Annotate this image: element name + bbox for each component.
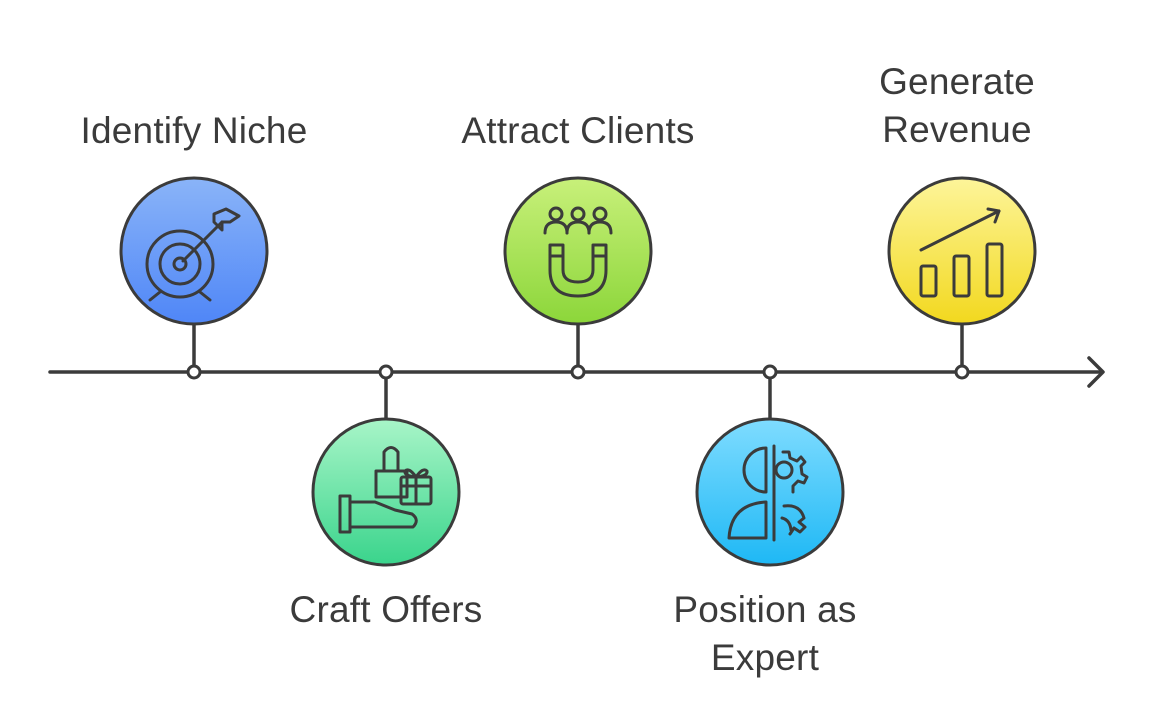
timeline-node-position-expert (762, 364, 778, 380)
step-circle-position-expert (695, 417, 845, 567)
timeline-arrowhead (1087, 356, 1105, 388)
step-circle-craft-offers (311, 417, 461, 567)
step-label-craft-offers: Craft Offers (236, 586, 536, 634)
step-label-line: Attract Clients (461, 110, 695, 151)
head-gears-icon (727, 444, 809, 542)
target-arrow-icon (145, 207, 241, 302)
timeline-node-attract-clients (570, 364, 586, 380)
timeline-node-generate-revenue (954, 364, 970, 380)
step-label-position-expert: Position as Expert (615, 586, 915, 682)
step-label-line: Expert (710, 637, 820, 678)
timeline-node-craft-offers (378, 364, 394, 380)
timeline-node-identify-niche (186, 364, 202, 380)
step-label-line: Position as (673, 589, 857, 630)
step-label-line: Craft Offers (289, 589, 483, 630)
step-label-line: Revenue (882, 109, 1032, 150)
step-label-attract-clients: Attract Clients (428, 107, 728, 155)
step-label-line: Generate (879, 61, 1035, 102)
step-circle-attract-clients (503, 176, 653, 326)
step-label-line: Identify Niche (80, 110, 308, 151)
hand-shopping-bag-gift-icon (338, 446, 433, 534)
step-label-identify-niche: Identify Niche (44, 107, 344, 155)
magnet-people-icon (543, 206, 613, 298)
step-circle-generate-revenue (887, 176, 1037, 326)
step-label-generate-revenue: Generate Revenue (807, 58, 1107, 154)
bar-chart-growth-icon (919, 207, 1004, 298)
